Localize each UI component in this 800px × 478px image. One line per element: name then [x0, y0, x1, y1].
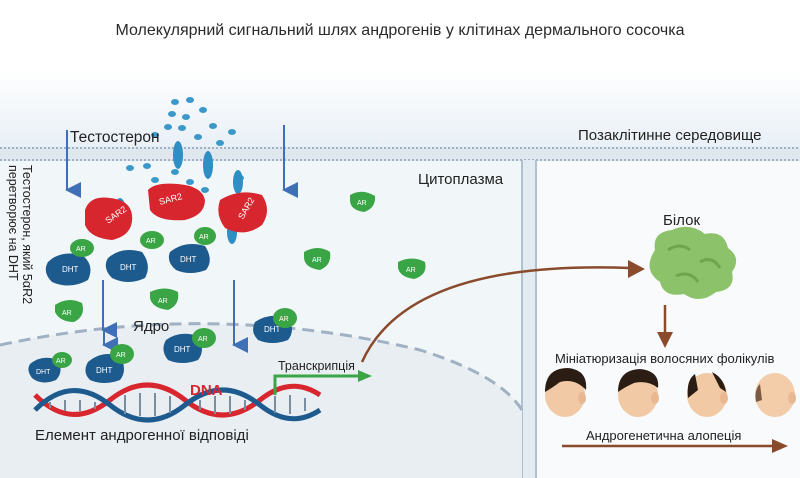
- svg-text:AR: AR: [198, 336, 208, 343]
- cell-divider: [521, 160, 537, 478]
- extracellular-label: Позаклітинне середовище: [578, 127, 761, 144]
- ar-molecule: AR: [398, 258, 426, 279]
- dht-ar-complex: DHT AR: [253, 308, 297, 343]
- dht-ar-complex: DHT AR: [45, 239, 94, 286]
- nucleus-label: Ядро: [133, 318, 169, 335]
- svg-text:AR: AR: [406, 267, 416, 274]
- svg-text:AR: AR: [116, 352, 126, 359]
- svg-text:AR: AR: [279, 316, 289, 323]
- dht-ar-complex: DHT AR: [163, 328, 216, 363]
- svg-text:AR: AR: [62, 310, 72, 317]
- protein-to-miniaturization-arrow: [657, 305, 673, 348]
- cytoplasm-label: Цитоплазма: [418, 171, 504, 188]
- svg-text:AR: AR: [312, 257, 322, 264]
- protein-label: Білок: [663, 212, 700, 229]
- alopecia-label: Андрогенетична алопеція: [586, 428, 741, 443]
- dht-ar-complex: DHT AR: [85, 344, 134, 383]
- ar-molecule: AR: [304, 248, 331, 270]
- head-icon: [545, 368, 587, 417]
- svg-text:AR: AR: [199, 234, 209, 241]
- dna-helix: [33, 382, 322, 423]
- response-element-label: Елемент андрогенної відповіді: [35, 427, 249, 444]
- testosterone-arrows: [65, 125, 298, 353]
- svg-text:DHT: DHT: [174, 345, 191, 354]
- ar-molecule: AR: [55, 299, 83, 322]
- svg-text:DHT: DHT: [96, 366, 113, 375]
- transcription-label: Транскрипція: [278, 359, 355, 373]
- transcription-to-protein-arrow: [360, 260, 645, 363]
- testosterone-label: Тестостерон: [70, 129, 160, 146]
- sar2-enzyme: SAR2: [218, 192, 267, 233]
- protein-icon: [649, 226, 737, 300]
- vertical-label-line2: перетворює на DHT: [6, 165, 20, 281]
- svg-text:DHT: DHT: [62, 265, 79, 274]
- dht-ar-complex: DHT AR: [105, 231, 164, 282]
- svg-text:DHT: DHT: [36, 369, 51, 376]
- head-icon: [687, 372, 728, 417]
- dna-label: DNA: [190, 382, 223, 399]
- head-icon: [618, 369, 659, 417]
- svg-text:AR: AR: [56, 358, 66, 365]
- svg-text:AR: AR: [76, 246, 86, 253]
- ar-molecule: AR: [150, 288, 179, 310]
- svg-text:AR: AR: [158, 298, 168, 305]
- head-icon: [755, 373, 796, 417]
- right-panel-region: [535, 160, 800, 478]
- extracellular-region: [0, 70, 800, 155]
- svg-text:AR: AR: [357, 200, 367, 207]
- transcription-arrow: [273, 370, 372, 395]
- sar2-enzyme: SAR2: [85, 197, 133, 240]
- sar2-enzyme: SAR2: [148, 183, 205, 221]
- cell-membrane: [0, 147, 800, 161]
- dht-ar-complex: DHT AR: [28, 352, 72, 383]
- miniaturization-label: Мініатюризація волосяних фолікулів: [555, 351, 774, 366]
- alopecia-progression-arrow: [562, 439, 788, 453]
- page-title: Молекулярний сигнальний шлях андрогенів …: [115, 22, 685, 39]
- svg-text:DHT: DHT: [180, 255, 197, 264]
- svg-text:AR: AR: [146, 238, 156, 245]
- dht-ar-complex: DHT AR: [168, 227, 216, 273]
- svg-text:DHT: DHT: [264, 325, 281, 334]
- vertical-conversion-label: Тестостерон, який 5αR2 перетворює на DHT: [6, 165, 40, 325]
- ar-molecule: AR: [350, 191, 376, 212]
- vertical-label-line1: Тестостерон, який 5αR2: [20, 165, 34, 305]
- svg-text:DHT: DHT: [120, 263, 137, 272]
